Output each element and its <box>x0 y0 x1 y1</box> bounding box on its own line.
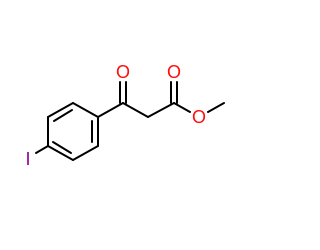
ketone-oxygen-label: O <box>116 62 130 82</box>
ester-carbonyl-oxygen-label: O <box>167 62 181 82</box>
methylene-bond <box>122 102 149 118</box>
ring-double-bond <box>53 109 73 122</box>
methylene-bond <box>147 102 175 118</box>
benzene-ring <box>47 102 99 161</box>
ring-bond <box>72 145 99 161</box>
ring-bond <box>47 145 74 161</box>
chemical-structure: O O O I <box>25 62 225 169</box>
ring-bond <box>47 102 74 118</box>
ester-oxygen-label: O <box>192 107 206 127</box>
ester-single-bond <box>173 102 191 113</box>
iodine-label: I <box>25 149 30 169</box>
ring-double-bond <box>52 141 72 154</box>
aryl-ketone-bond <box>97 102 124 118</box>
ring-bond <box>72 102 99 118</box>
methoxy-bond <box>207 102 225 113</box>
carbon-iodine-bond <box>35 145 49 154</box>
